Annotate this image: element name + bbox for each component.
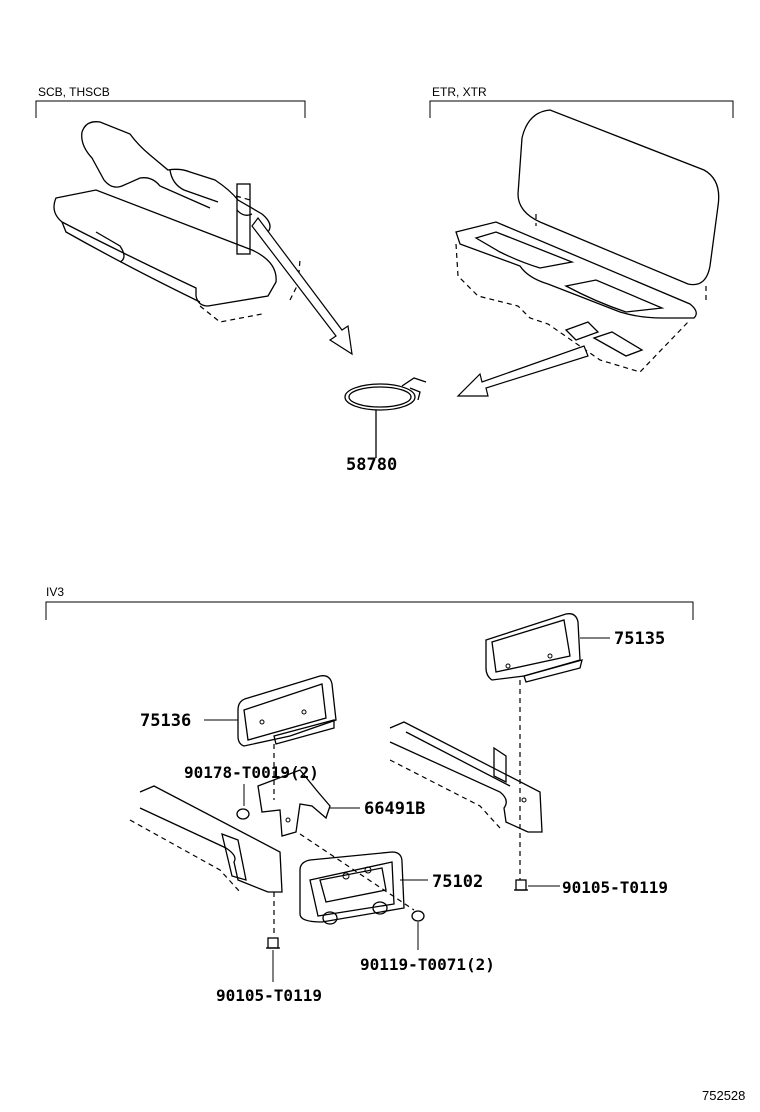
part-number-90105-left[interactable]: 90105-T0119 (216, 986, 322, 1005)
bumper-beam-right-illustration (389, 721, 543, 833)
part-number-90178[interactable]: 90178-T0019(2) (184, 763, 319, 782)
group-bracket-iv3: IV3 (45, 585, 694, 620)
part-number-75136[interactable]: 75136 (140, 711, 191, 731)
group-label-etr: ETR, XTR (432, 85, 487, 99)
part-number-90105-right[interactable]: 90105-T0119 (562, 878, 668, 897)
bolt-right-illustration (514, 879, 560, 891)
bench-seat-right-illustration (455, 109, 720, 373)
bolt-left-illustration (266, 937, 280, 982)
license-plate-75136-illustration (204, 675, 337, 747)
nut-center-illustration (411, 910, 425, 950)
part-number-75135[interactable]: 75135 (614, 629, 665, 649)
license-plate-75135-illustration (485, 613, 610, 683)
illustration-id: 752528 (702, 1088, 745, 1103)
bumper-beam-left-illustration (129, 785, 283, 936)
part-number-58780[interactable]: 58780 (346, 455, 397, 475)
leader-75102-dash (299, 833, 415, 911)
bracket-66491b-illustration (257, 769, 360, 837)
part-number-90119[interactable]: 90119-T0071(2) (360, 955, 495, 974)
arrow-left-seat (251, 217, 353, 356)
cord-58780-illustration (344, 377, 427, 458)
nut-left-illustration (236, 784, 250, 820)
part-number-75102[interactable]: 75102 (432, 872, 483, 892)
license-bracket-75102-illustration (299, 851, 428, 925)
arrow-right-seat (456, 345, 589, 397)
group-label-scb: SCB, THSCB (38, 85, 110, 99)
bench-seat-left-illustration (53, 121, 301, 323)
group-bracket-etr: ETR, XTR (429, 85, 734, 118)
group-label-iv3: IV3 (46, 585, 64, 599)
part-number-66491b[interactable]: 66491B (364, 799, 425, 819)
group-bracket-scb: SCB, THSCB (35, 85, 306, 118)
